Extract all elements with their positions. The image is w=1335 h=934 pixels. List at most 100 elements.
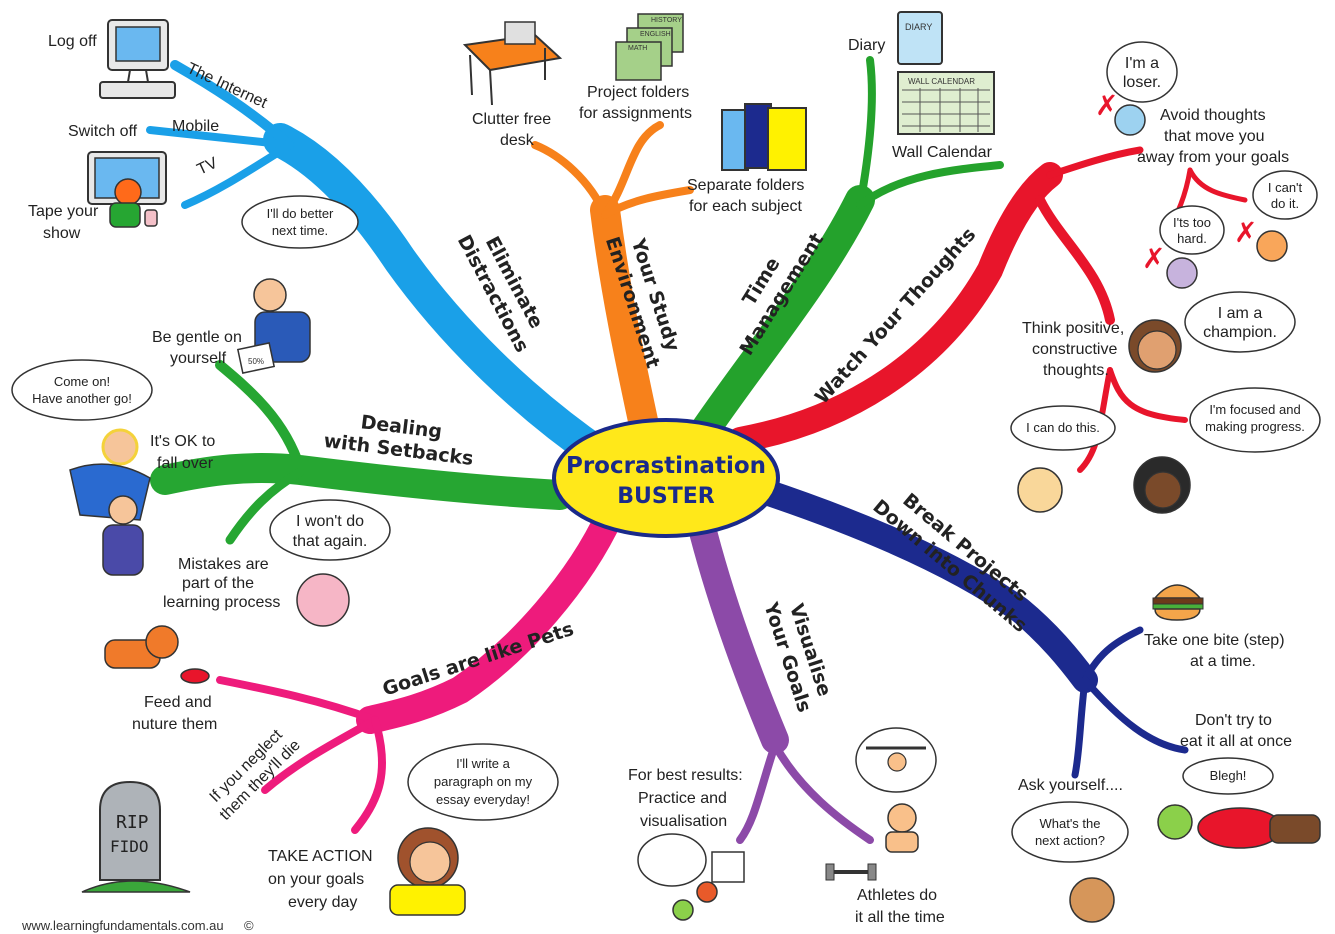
svg-text:Come on!: Come on! <box>54 374 110 389</box>
svg-text:ENGLISH: ENGLISH <box>640 31 671 38</box>
branch-time-management <box>690 56 1004 445</box>
label-separate-folders-2: for each subject <box>689 198 803 215</box>
label-avoid-1: Avoid thoughts <box>1160 107 1266 124</box>
label-action-1: TAKE ACTION <box>268 848 373 865</box>
svg-text:Blegh!: Blegh! <box>1210 768 1247 783</box>
bubble-next-action: What's the next action? <box>1011 801 1129 863</box>
label-switch-off: Switch off <box>68 123 138 140</box>
svg-text:hard.: hard. <box>1177 231 1207 246</box>
sick-man-icon <box>1157 804 1321 849</box>
footer-site: www.learningfundamentals.com.au <box>21 918 224 933</box>
svg-text:champion.: champion. <box>1203 324 1277 341</box>
label-the-internet: The Internet <box>184 60 270 112</box>
label-athletes-1: Athletes do <box>857 887 937 904</box>
svg-text:I'll write a: I'll write a <box>456 756 511 771</box>
branch-goals-pets <box>216 501 624 834</box>
svg-text:Down into Chunks: Down into Chunks <box>869 495 1032 636</box>
label-mistakes-2: part of the <box>182 575 254 592</box>
sad-face-purple-icon <box>1166 257 1198 289</box>
svg-text:RIP: RIP <box>116 812 149 833</box>
dumbbell-icon <box>825 863 877 881</box>
label-project-folders-2: for assignments <box>579 105 692 122</box>
label-clutter-1: Clutter free <box>472 111 551 128</box>
dog-icon <box>104 625 210 684</box>
svg-text:next action?: next action? <box>1035 833 1105 848</box>
label-dont-1: Don't try to <box>1195 712 1272 729</box>
label-positive-3: thoughts. <box>1043 362 1109 379</box>
branch-watch-thoughts <box>727 146 1248 473</box>
bubble-champion: I am a champion. <box>1184 291 1296 353</box>
label-action-2: on your goals <box>268 871 364 888</box>
label-gentle-2: yourself <box>170 350 227 367</box>
label-positive-2: constructive <box>1032 341 1117 358</box>
curly-hair-face-icon <box>1133 456 1191 514</box>
svg-text:MATH: MATH <box>628 45 647 52</box>
label-mistakes-1: Mistakes are <box>178 556 269 573</box>
branch-label-chunks: Break Projects Down into Chunks <box>869 489 1033 637</box>
cross-mark-icon: ✗ <box>1234 216 1257 249</box>
svg-text:What's the: What's the <box>1039 816 1100 831</box>
svg-text:I won't do: I won't do <box>296 513 364 530</box>
diary-icon: DIARY <box>897 11 943 65</box>
svg-text:Have another go!: Have another go! <box>32 391 132 406</box>
label-ok-2: fall over <box>157 455 214 472</box>
burger-icon <box>1152 584 1204 621</box>
label-diary: Diary <box>848 37 885 54</box>
label-tape-show-1: Tape your <box>28 203 99 220</box>
project-folders-icon: HISTORY ENGLISH MATH <box>615 13 684 81</box>
thinking-face-icon <box>1069 877 1115 923</box>
label-wall-calendar: Wall Calendar <box>892 144 993 161</box>
svg-text:paragraph on my: paragraph on my <box>434 774 533 789</box>
label-one-bite-1: Take one bite (step) <box>1144 632 1285 649</box>
branch-break-chunks <box>747 477 1189 779</box>
central-title-line1: Procrastination <box>566 453 766 479</box>
svg-text:TV: TV <box>195 154 221 178</box>
branch-dealing-setbacks <box>150 360 575 545</box>
bubble-write: I'll write a paragraph on my essay every… <box>407 743 559 821</box>
svg-text:I'll do better: I'll do better <box>267 206 334 221</box>
svg-text:I'm a: I'm a <box>1125 55 1159 72</box>
sad-face-orange-icon <box>1256 230 1288 262</box>
footer-copyright: © <box>244 918 254 933</box>
svg-text:The Internet: The Internet <box>184 60 270 112</box>
svg-text:I can't: I can't <box>1268 180 1303 195</box>
label-practice-3: visualisation <box>640 813 727 830</box>
central-title-line2: BUSTER <box>617 484 715 509</box>
svg-text:I'ts too: I'ts too <box>1173 215 1211 230</box>
wall-calendar-icon: WALL CALENDAR <box>897 71 995 135</box>
tv-icon <box>87 151 167 228</box>
bubble-wont: I won't do that again. <box>269 499 391 561</box>
label-positive-1: Think positive, <box>1022 320 1124 337</box>
bubble-cant: I can't do it. <box>1252 170 1318 220</box>
branch-eliminate-distractions <box>146 60 617 472</box>
svg-text:making progress.: making progress. <box>1205 419 1305 434</box>
binders-icon <box>721 103 807 171</box>
man-with-paper-icon: 50% <box>236 278 311 374</box>
basketball-icon <box>637 833 745 921</box>
bubble-loser: I'm a loser. <box>1106 41 1178 103</box>
tombstone-icon: RIP FIDO <box>81 780 191 893</box>
svg-text:I can do this.: I can do this. <box>1026 420 1100 435</box>
svg-text:next time.: next time. <box>272 223 328 238</box>
bubble-too-hard: I'ts too hard. <box>1159 205 1225 255</box>
svg-text:WALL CALENDAR: WALL CALENDAR <box>908 77 975 86</box>
label-athletes-2: it all the time <box>855 909 945 926</box>
cross-mark-icon: ✗ <box>1142 242 1165 275</box>
svg-text:that again.: that again. <box>293 533 368 550</box>
branch-study-environment <box>531 121 694 445</box>
svg-text:loser.: loser. <box>1123 74 1161 91</box>
label-gentle-1: Be gentle on <box>152 329 242 346</box>
branch-visualise-goals <box>686 506 874 844</box>
parent-and-baby-icon <box>69 428 151 576</box>
label-project-folders-1: Project folders <box>587 84 689 101</box>
svg-text:I'm focused and: I'm focused and <box>1209 402 1300 417</box>
label-one-bite-2: at a time. <box>1190 653 1256 670</box>
svg-text:50%: 50% <box>248 357 264 366</box>
bubble-blegh: Blegh! <box>1182 757 1274 795</box>
label-clutter-2: desk <box>500 132 535 149</box>
label-tv: TV <box>195 154 221 178</box>
label-practice-1: For best results: <box>628 767 743 784</box>
bubble-can-do: I can do this. <box>1010 405 1116 451</box>
label-action-3: every day <box>288 894 357 911</box>
sad-face-blue-icon <box>1114 104 1146 136</box>
